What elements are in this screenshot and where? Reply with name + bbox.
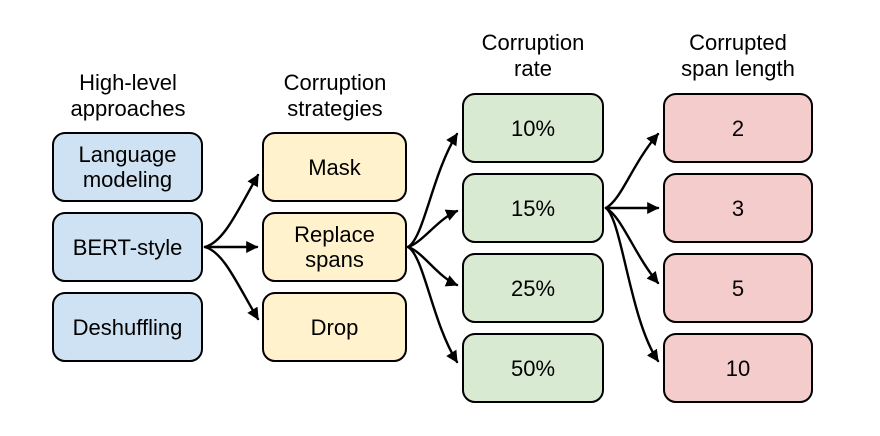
node-mask: Mask xyxy=(262,132,407,202)
edge-bert-style-to-mask xyxy=(203,173,260,249)
edge-rate-15-to-len-2 xyxy=(604,132,660,210)
column-header-corrupted-span-length: Corrupted span length xyxy=(681,30,795,81)
node-rate-15: 15% xyxy=(462,173,604,243)
node-rate-50: 50% xyxy=(462,333,604,403)
column-header-corruption-rate: Corruption rate xyxy=(481,30,585,81)
node-language-modeling: Language modeling xyxy=(52,132,203,202)
node-rate-10: 10% xyxy=(462,93,604,163)
edge-bert-style-to-drop xyxy=(203,245,260,321)
column-header-corruption-strategies: Corruption strategies xyxy=(283,70,387,121)
edge-replace-spans-to-rate-10 xyxy=(406,132,459,249)
node-drop: Drop xyxy=(262,292,407,362)
column-header-high-level-approaches: High-level approaches xyxy=(70,70,186,121)
node-len-3: 3 xyxy=(663,173,813,243)
node-len-2: 2 xyxy=(663,93,813,163)
edge-replace-spans-to-rate-25 xyxy=(406,245,459,287)
edge-replace-spans-to-rate-15 xyxy=(406,209,459,249)
edge-rate-15-to-len-5 xyxy=(604,206,660,285)
edge-replace-spans-to-rate-50 xyxy=(406,245,459,364)
node-replace-spans: Replace spans xyxy=(262,212,407,282)
node-deshuffling: Deshuffling xyxy=(52,292,203,362)
edge-rate-15-to-len-10 xyxy=(604,206,660,363)
node-len-5: 5 xyxy=(663,253,813,323)
node-bert-style: BERT-style xyxy=(52,212,203,282)
node-rate-25: 25% xyxy=(462,253,604,323)
node-len-10: 10 xyxy=(663,333,813,403)
